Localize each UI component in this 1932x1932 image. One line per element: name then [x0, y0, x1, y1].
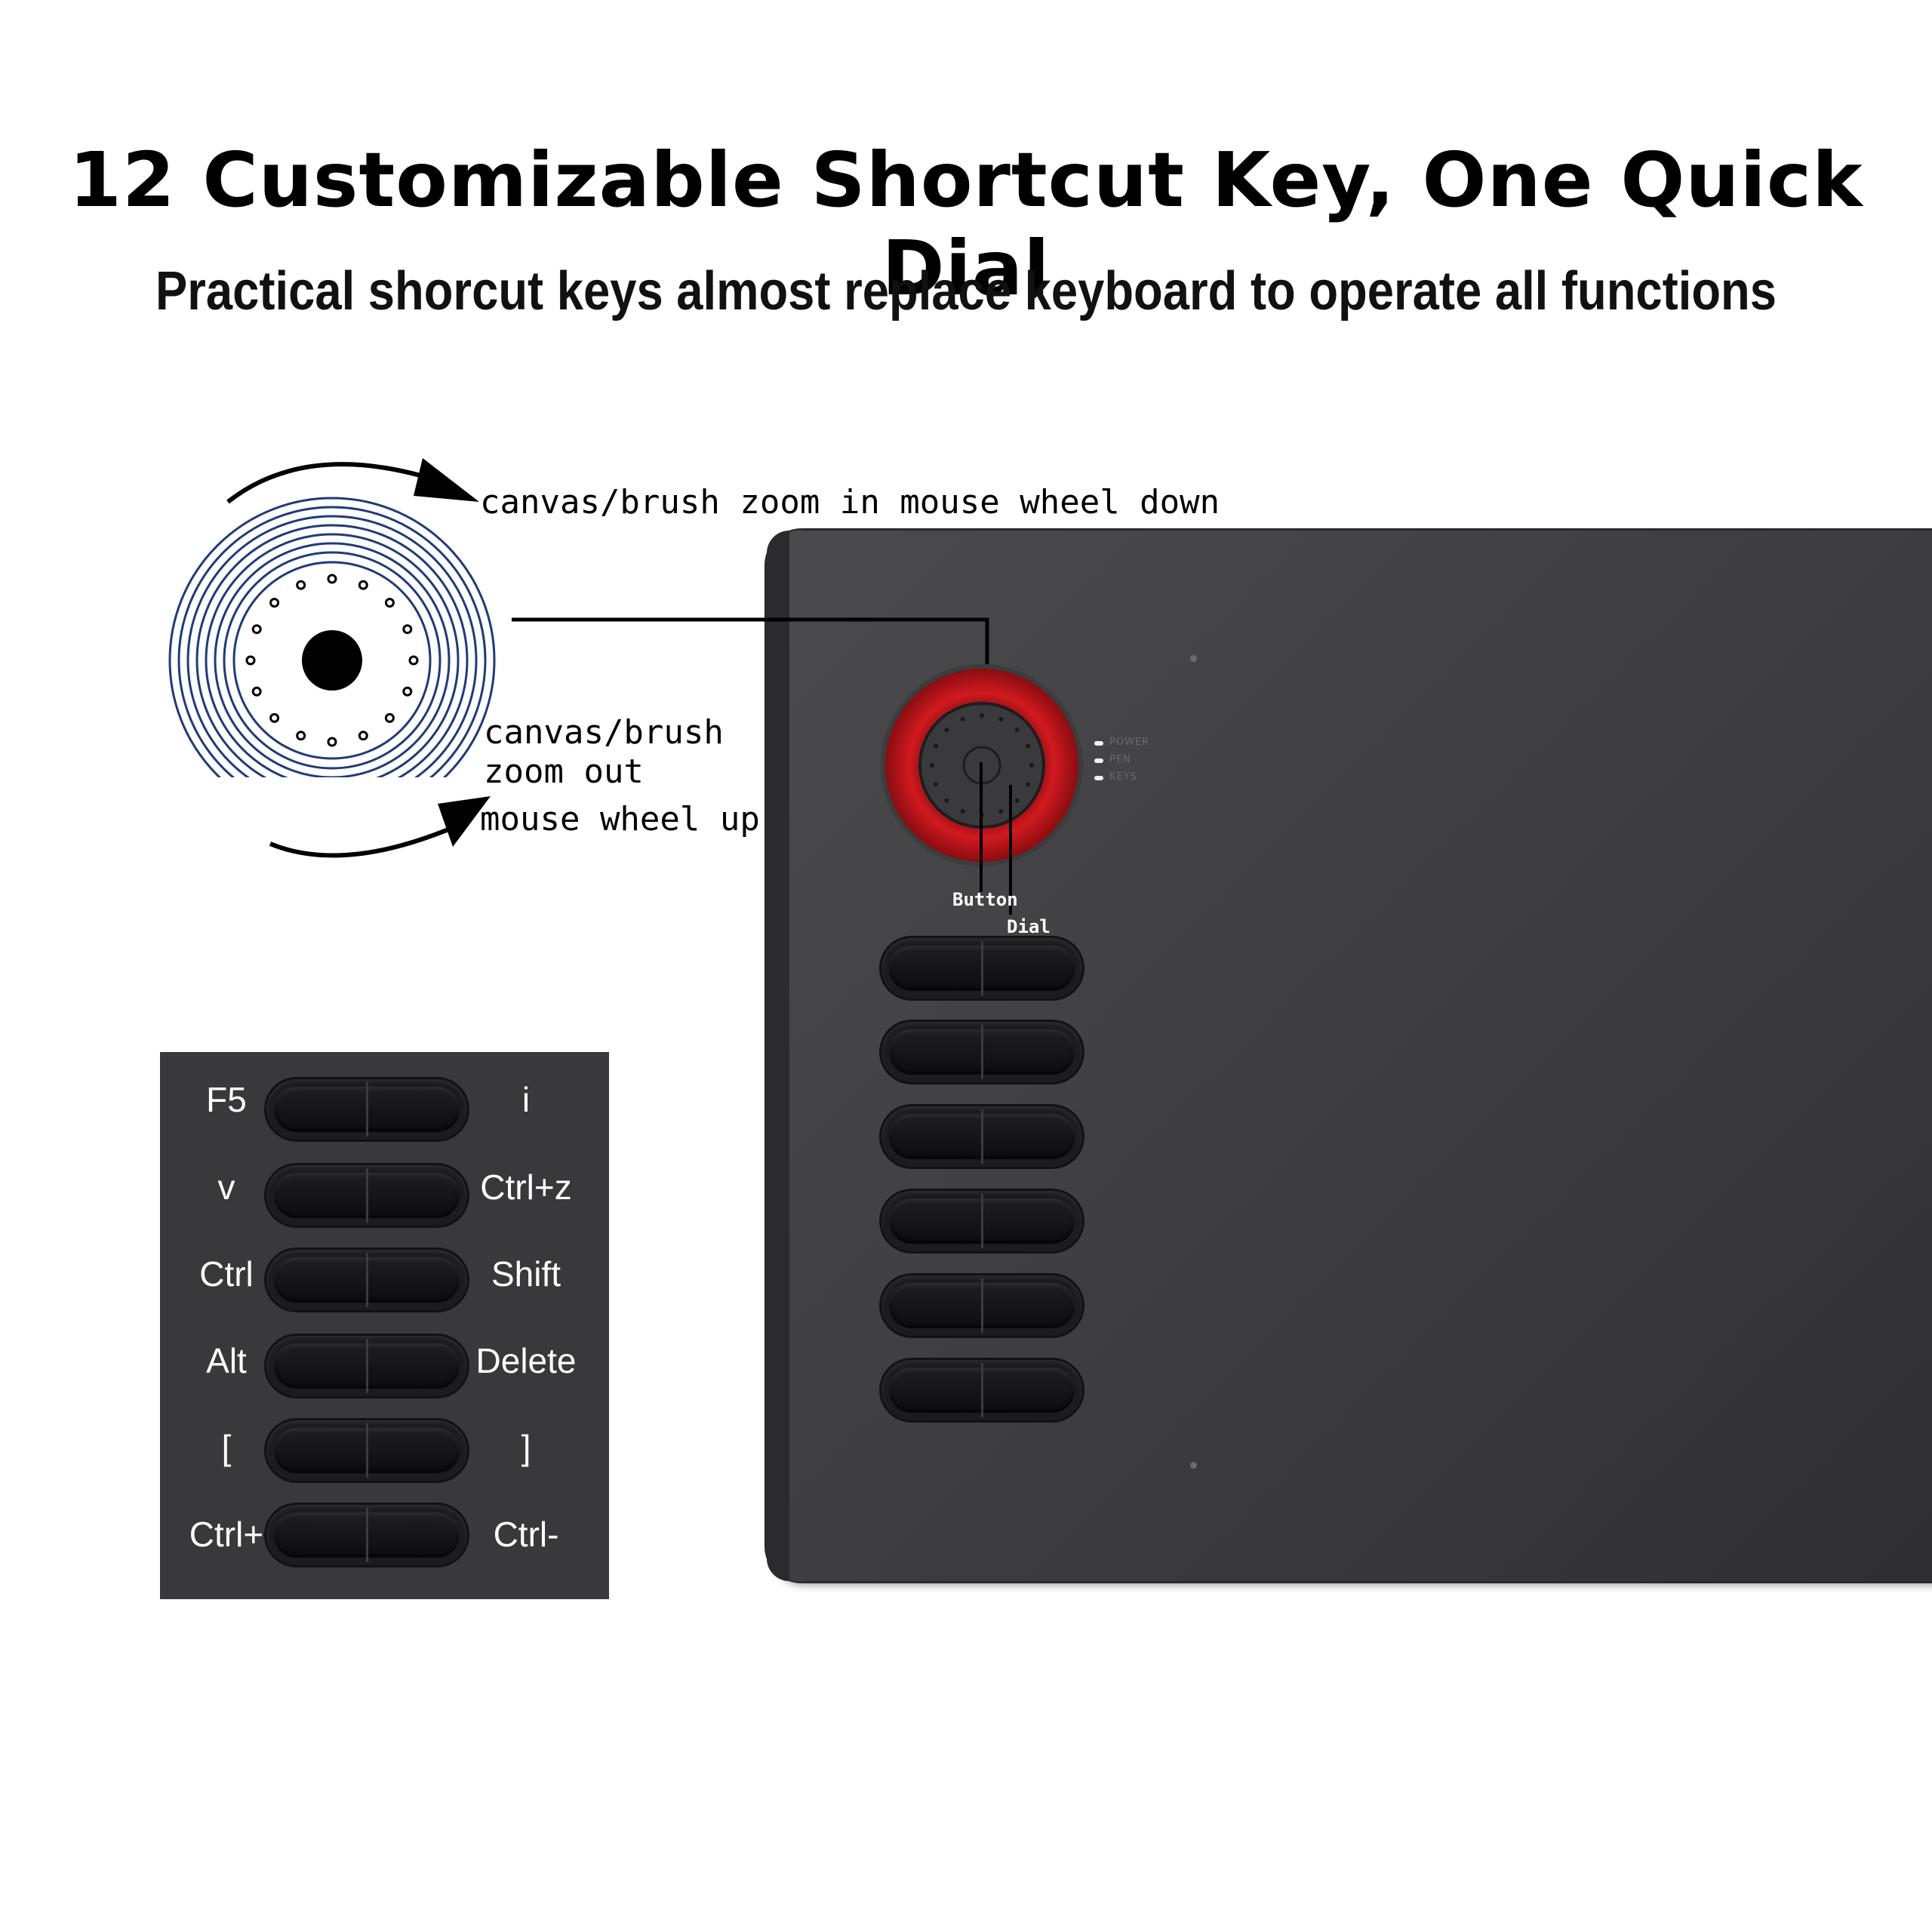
dial-tick-dot	[384, 598, 395, 608]
key-label-left: Ctrl+	[189, 1515, 264, 1554]
dial-ring	[205, 533, 460, 777]
dial-tick-dot	[980, 713, 984, 718]
dial-tick-dot	[251, 686, 262, 697]
key-label-right: i	[521, 1080, 531, 1119]
dial-tick-dot	[934, 782, 938, 787]
dial-ring	[177, 506, 487, 777]
dial-diagram-detail	[232, 561, 432, 760]
dial-center-button	[302, 630, 362, 691]
key-label-right: Ctrl-	[493, 1515, 559, 1554]
clockwise-arrow-icon	[226, 458, 479, 504]
panel-shortcut-key[interactable]	[266, 1420, 467, 1481]
dial-tick-dot	[1026, 782, 1030, 787]
key-label-right: Shift	[491, 1254, 561, 1294]
tablet-shortcut-key[interactable]	[881, 938, 1082, 998]
dial-tick-dot	[402, 686, 413, 697]
dial-tick-dot	[358, 580, 368, 590]
dial-tick-dot	[998, 717, 1004, 721]
dial-ring	[223, 551, 441, 770]
dial-diagram	[168, 497, 496, 777]
dial-ring	[186, 515, 478, 777]
panel-shortcut-key[interactable]	[266, 1336, 467, 1396]
dial-label: Dial	[1007, 916, 1051, 937]
dial-tick-dot	[296, 580, 306, 590]
power-led-label: POWER	[1109, 737, 1150, 748]
key-label-left: Alt	[206, 1341, 247, 1380]
zoom-in-annotation: canvas/brush zoom in mouse wheel down	[480, 483, 1220, 521]
panel-shortcut-key[interactable]	[266, 1505, 467, 1565]
pen-led	[1094, 758, 1103, 763]
counterclockwise-arrow-icon	[269, 796, 491, 858]
tablet-shortcut-key[interactable]	[881, 1022, 1082, 1082]
panel-shortcut-key[interactable]	[266, 1250, 467, 1310]
key-label-left: [	[221, 1428, 232, 1467]
dial-tick-dot	[296, 731, 306, 741]
zoom-out-annotation-line1: canvas/brush	[484, 713, 724, 752]
dial-ring	[195, 524, 469, 777]
key-label-right: Ctrl+z	[480, 1168, 572, 1207]
button-label: Button	[952, 889, 1018, 910]
tablet-shortcut-key[interactable]	[881, 1360, 1082, 1420]
dial-tick-dot	[1014, 798, 1020, 803]
page-subtitle: Practical shorcut keys almost replace ke…	[155, 261, 1777, 321]
panel-shortcut-key[interactable]	[266, 1079, 467, 1140]
dial-ring	[168, 497, 496, 777]
dial-tick-dot	[930, 763, 934, 768]
key-label-left: Ctrl	[199, 1254, 254, 1294]
dial-tick-dot	[1014, 728, 1020, 733]
tablet-shortcut-key[interactable]	[881, 1106, 1082, 1167]
dial-tick-dot	[1026, 743, 1030, 749]
key-label-left: v	[217, 1168, 235, 1207]
dial-tick-dot	[251, 624, 262, 635]
dial-tick-dot	[269, 712, 280, 723]
dial-tick-dot	[960, 809, 965, 814]
zoom-out-annotation-line3: mouse wheel up	[480, 800, 760, 838]
dial-tick-dot	[358, 731, 368, 741]
dial-tick-dot	[384, 712, 395, 723]
dial-tick-dot	[402, 624, 413, 635]
dial-tick-dot	[269, 598, 280, 608]
tablet-shortcut-key[interactable]	[881, 1275, 1082, 1336]
page-title: 12 Customizable Shortcut Key, One Quick …	[69, 136, 1863, 312]
key-label-left: F5	[206, 1080, 247, 1119]
zoom-out-annotation-line2: zoom out	[484, 752, 644, 791]
dial-tick-dot	[960, 717, 965, 721]
active-area-marker	[1190, 1462, 1197, 1469]
dial-tick-dot	[934, 743, 938, 749]
power-led	[1094, 741, 1103, 746]
keys-led	[1094, 776, 1103, 780]
dial-callout-lines	[980, 762, 1012, 915]
dial-tick-dot	[408, 655, 419, 666]
dial-tick-dot	[245, 655, 256, 666]
tablet-edge	[767, 531, 789, 1581]
connector-line	[512, 617, 989, 677]
key-label-right: ]	[521, 1428, 531, 1467]
keys-led-label: KEYS	[1109, 771, 1137, 783]
key-label-right: Delete	[475, 1341, 577, 1380]
dial-tick-dot	[998, 809, 1004, 814]
dial-tick-dot	[1029, 763, 1034, 768]
pen-led-label: PEN	[1109, 754, 1131, 765]
dial-tick-dot	[944, 728, 949, 733]
dial-tick-dot	[327, 737, 337, 747]
active-area-marker	[1190, 655, 1197, 662]
dial-ring	[214, 542, 451, 777]
panel-shortcut-key[interactable]	[266, 1165, 467, 1226]
tablet-shortcut-key[interactable]	[881, 1191, 1082, 1251]
dial-tick-dot	[327, 574, 337, 584]
dial-tick-dot	[944, 798, 949, 803]
